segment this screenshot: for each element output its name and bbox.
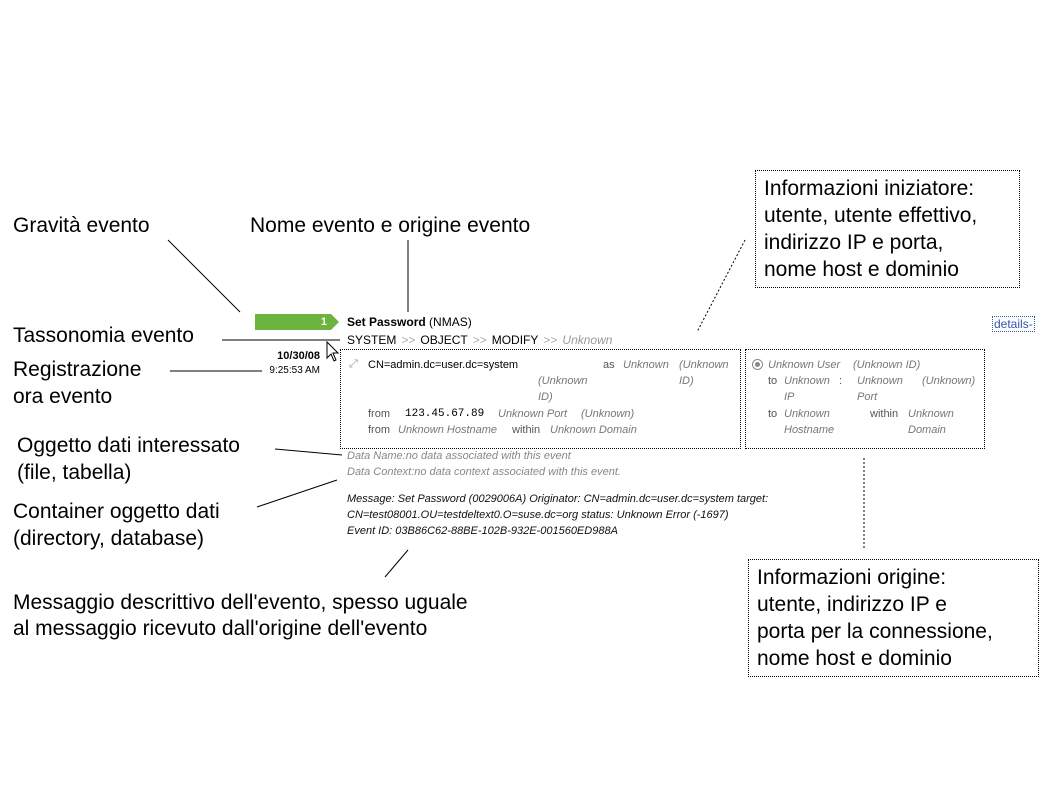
data-object-line [274, 448, 343, 456]
message-line [384, 549, 409, 578]
data-name: Data Name:no data associated with this e… [347, 450, 571, 462]
expand-arrows-icon[interactable]: ⤢ [349, 358, 358, 370]
event-title: Set Password (NMAS) [347, 315, 472, 329]
target-to-label: to [768, 375, 778, 387]
data-object-label-line2: (file, tabella) [17, 461, 132, 484]
event-time: 9:25:53 AM [269, 365, 320, 376]
taxonomy-system: SYSTEM [347, 333, 397, 347]
taxonomy-object: OBJECT [420, 333, 468, 347]
taxonomy-unknown: Unknown [562, 333, 613, 347]
user-radio-icon [752, 359, 767, 372]
severity-indicator: 1 [255, 314, 339, 330]
message-label-line1: Messaggio descrittivo dell'evento, spess… [13, 591, 468, 614]
initiator-eff-user-id-2: ID) [679, 375, 694, 387]
severity-line [167, 239, 241, 313]
severity-bar [255, 314, 339, 330]
time-label-line1: Registrazione [13, 358, 142, 381]
target-port-2: Port [857, 391, 878, 403]
initiator-ip: 123.45.67.89 [405, 408, 485, 420]
target-to-label-2: to [768, 408, 778, 420]
initiator-line1: Informazioni iniziatore: [764, 177, 975, 200]
target-within-label: within [870, 408, 899, 420]
target-user: Unknown User [768, 359, 841, 371]
initiator-eff-user-id-1: (Unknown [679, 359, 729, 371]
target-user-id: (Unknown ID) [853, 359, 921, 371]
origin-info-box: Informazioni origine: utente, indirizzo … [748, 559, 1039, 677]
message-label-line2: al messaggio ricevuto dall'origine dell'… [13, 617, 428, 640]
time-label-line2: ora evento [13, 385, 113, 408]
event-name-label: Nome evento e origine evento [250, 214, 531, 237]
target-colon: : [839, 375, 843, 387]
severity-label: Gravità evento [13, 214, 150, 237]
initiator-line3: indirizzo IP e porta, [764, 231, 944, 254]
initiator-from-label: from [368, 408, 390, 420]
event-date: 10/30/08 [277, 350, 320, 362]
target-port-id: (Unknown) [922, 375, 976, 387]
origin-line3: porta per la connessione, [757, 620, 993, 643]
message-line-2: CN=test08001.OU=testdeltext0.O=suse.dc=o… [347, 509, 729, 521]
event-name[interactable]: Set Password [347, 315, 426, 329]
message-line-1: Message: Set Password (0029006A) Origina… [347, 493, 769, 505]
event-id: Event ID: 03B86C62-88BE-102B-932E-001560… [347, 525, 618, 537]
data-object-label-line1: Oggetto dati interessato [17, 434, 240, 457]
container-label-line1: Container oggetto dati [13, 500, 220, 523]
initiator-line2: utente, utente effettivo, [764, 204, 978, 227]
initiator-info-box: Informazioni iniziatore: utente, utente … [755, 170, 1020, 288]
taxonomy-separator: >> [401, 333, 416, 347]
event-taxonomy: SYSTEM >> OBJECT >> MODIFY >> Unknown [347, 333, 612, 347]
taxonomy-separator: >> [472, 333, 487, 347]
origin-line2: utente, indirizzo IP e [757, 593, 947, 616]
container-label-line2: (directory, database) [13, 527, 205, 550]
initiator-domain: Unknown Domain [550, 424, 637, 436]
initiator-line4: nome host e dominio [764, 258, 959, 281]
target-host-1: Unknown [784, 408, 830, 420]
initiator-user-id-1: (Unknown [538, 375, 588, 387]
data-context: Data Context:no data context associated … [347, 466, 621, 478]
details-link[interactable]: details- [992, 316, 1035, 332]
initiator-user: CN=admin.dc=user.dc=system [368, 359, 519, 371]
target-domain-2: Domain [908, 424, 946, 436]
initiator-hostname: Unknown Hostname [398, 424, 498, 436]
taxonomy-label: Tassonomia evento [13, 324, 194, 347]
target-host-2: Hostname [784, 424, 835, 436]
initiator-from-label-2: from [368, 424, 390, 436]
target-ip-2: IP [784, 391, 795, 403]
initiator-user-id-2: ID) [538, 391, 553, 403]
cursor-icon [326, 340, 340, 362]
taxonomy-separator: >> [543, 333, 558, 347]
target-port-1: Unknown [857, 375, 903, 387]
initiator-eff-user: Unknown [623, 359, 669, 371]
initiator-panel: ⤢ CN=admin.dc=user.dc=system as Unknown … [340, 349, 741, 449]
target-ip-1: Unknown [784, 375, 830, 387]
initiator-as-label: as [603, 359, 615, 371]
initiator-port: Unknown Port [498, 408, 568, 420]
target-panel: Unknown User (Unknown ID) to Unknown IP … [745, 349, 985, 449]
initiator-line [696, 239, 746, 333]
severity-value: 1 [320, 316, 327, 328]
taxonomy-modify: MODIFY [491, 333, 539, 347]
initiator-port-id: (Unknown) [581, 408, 635, 420]
origin-line1: Informazioni origine: [757, 566, 947, 589]
container-line [256, 479, 338, 508]
target-domain-1: Unknown [908, 408, 954, 420]
event-source: (NMAS) [429, 315, 472, 329]
initiator-within-label: within [512, 424, 541, 436]
origin-line4: nome host e dominio [757, 647, 952, 670]
